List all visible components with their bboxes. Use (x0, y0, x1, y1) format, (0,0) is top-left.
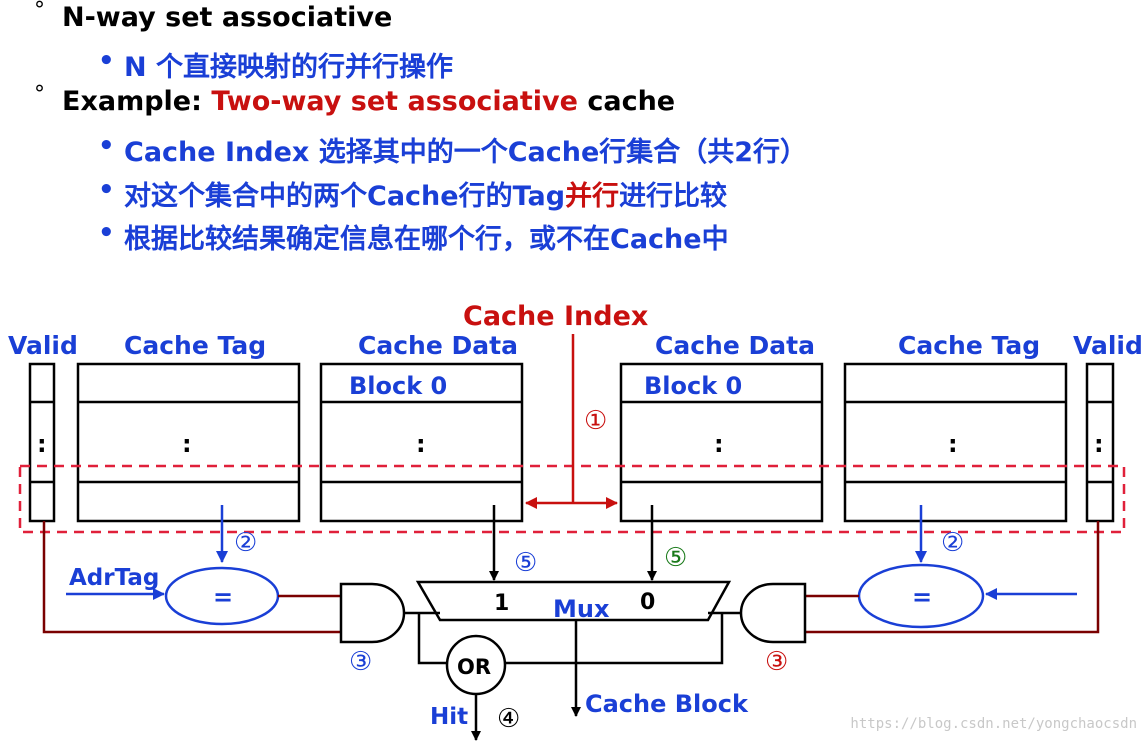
bullet-dot-2: • (98, 131, 115, 161)
step4-marker: ④ (497, 704, 520, 734)
valid-right-label: Valid (1073, 331, 1143, 360)
example-prefix: Example: (62, 86, 212, 117)
bullet-degree-2: ° (34, 82, 45, 107)
bullet-nway: N-way set associative (62, 2, 393, 33)
step2-right-marker: ② (941, 528, 964, 558)
valid-and-wires (42, 521, 1100, 634)
cache-tag-left-label: Cache Tag (124, 331, 266, 360)
valid-left-label: Valid (8, 331, 78, 360)
select-wires (404, 611, 742, 665)
cache-data-right-label: Cache Data (655, 331, 815, 360)
mux (415, 580, 732, 622)
and-gate-right (739, 582, 807, 644)
tag-compare-prefix: 对这个集合中的两个Cache行的Tag (124, 181, 566, 212)
bullet-tag-compare: 对这个集合中的两个Cache行的Tag并行进行比较 (124, 174, 727, 213)
example-suffix: cache (577, 86, 676, 117)
mux-input-0: 0 (640, 590, 655, 615)
ellipsis-valid-right: : (1094, 430, 1104, 458)
ellipsis-tag-right: : (948, 430, 958, 458)
step2-left-marker: ② (234, 528, 257, 558)
cache-index-label: Cache Index (463, 301, 648, 332)
bullet-dot-3: • (98, 175, 115, 205)
tag-compare-suffix: 进行比较 (619, 181, 728, 212)
step3-left-marker: ③ (349, 647, 372, 677)
valid-column-right (1085, 362, 1115, 523)
bullet-hit-result: 根据比较结果确定信息在哪个行，或不在Cache中 (124, 224, 729, 255)
block0-left: Block 0 (349, 372, 447, 400)
valid-column-left (28, 362, 56, 523)
mux-label: Mux (553, 595, 610, 623)
cache-block-label: Cache Block (585, 690, 749, 718)
bullet-parallel-direct: N 个直接映射的行并行操作 (124, 52, 453, 83)
adrtag-label: AdrTag (69, 565, 159, 591)
comparator-left-symbol: = (213, 583, 233, 611)
cache-tag-column-left (76, 362, 301, 523)
bullet-example: Example: Two-way set associative cache (62, 86, 675, 117)
cache-tag-right-label: Cache Tag (898, 331, 1040, 360)
cache-data-left-label: Cache Data (358, 331, 518, 360)
bullet-dot-4: • (98, 218, 115, 248)
bullet-index-select: Cache Index 选择其中的一个Cache行集合（共2行） (124, 137, 808, 168)
watermark: https://blog.csdn.net/yongchaocsdn (850, 716, 1137, 732)
or-gate-label: OR (457, 655, 491, 679)
bullet-dot-1: • (98, 46, 115, 76)
block0-right: Block 0 (644, 372, 742, 400)
comparator-right-symbol: = (912, 583, 932, 611)
and-gate-left (339, 582, 406, 644)
ellipsis-valid-left: : (37, 430, 47, 458)
bullet-degree-1: ° (34, 0, 45, 23)
cache-data-column-left (319, 362, 524, 523)
ellipsis-tag-left: : (182, 430, 192, 458)
hit-label: Hit (430, 704, 468, 730)
step1-marker: ① (584, 406, 607, 436)
ellipsis-data-left: : (416, 430, 426, 458)
mux-input-1: 1 (494, 591, 509, 616)
ellipsis-data-right: : (714, 430, 724, 458)
step3-right-marker: ③ (765, 647, 788, 677)
step5-right-marker: ⑤ (664, 543, 687, 573)
step5-left-marker: ⑤ (514, 548, 537, 578)
tag-compare-highlight: 并行 (565, 181, 620, 212)
cache-data-column-right (619, 362, 824, 523)
example-highlight: Two-way set associative (211, 86, 578, 117)
cache-tag-column-right (843, 362, 1068, 523)
